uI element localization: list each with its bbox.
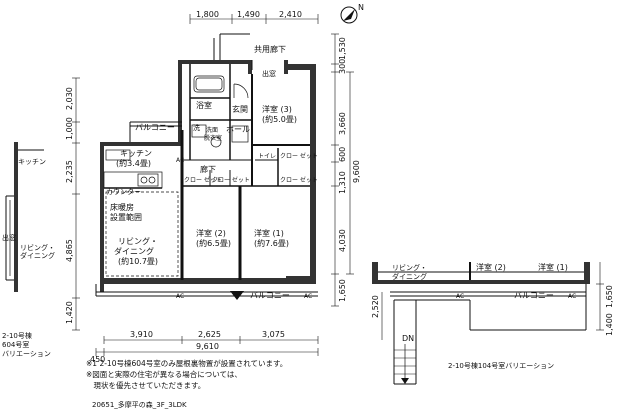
dim-bottom-3: 3,075: [262, 330, 285, 339]
var-right-dim-3: 1,400: [605, 313, 614, 336]
note-line-1: ※1 2-10号棟604号室のみ屋根裏物置が設置されています。: [86, 359, 288, 368]
label-kitchen-size: (約3.4畳): [116, 158, 151, 168]
dim-right-5: 1,310: [338, 171, 347, 194]
label-closet-1: クロー ゼット: [184, 176, 222, 184]
dim-left-3: 2,235: [65, 160, 74, 183]
note-line-3: 現状を優先させていただきます。: [86, 381, 206, 390]
view-arrow-icon: [230, 291, 244, 300]
dim-right-4: 600: [338, 147, 347, 162]
label-bed2: 洋室 (2): [196, 228, 226, 238]
dim-left-1: 2,030: [65, 87, 74, 110]
dim-left-2: 1,000: [65, 117, 74, 140]
var-right-ac-1: AC: [456, 293, 464, 300]
var-right-ac-2: AC: [568, 293, 576, 300]
label-counter: カウンター: [106, 187, 141, 196]
dim-left-5: 1,420: [65, 301, 74, 324]
var-right-ld-2: ダイニング: [392, 272, 427, 281]
var-left-window: 出窓: [2, 233, 16, 242]
label-floor-heat-2: 設置範囲: [110, 212, 142, 222]
label-floor-heat-1: 床暖房: [110, 202, 134, 212]
dim-top-3: 2,410: [279, 10, 302, 19]
dim-bottom-1: 3,910: [130, 330, 153, 339]
label-bath: 浴室: [196, 100, 212, 110]
label-balcony-top: バルコニー: [135, 123, 175, 132]
var-left-ld-1: リビング・: [20, 243, 55, 252]
var-right-bed1: 洋室 (1): [538, 262, 568, 272]
label-ld-1: リビング・: [118, 236, 158, 246]
label-bed1: 洋室 (1): [254, 228, 284, 238]
label-ac-2: AC: [304, 293, 312, 300]
kitchen-fixtures: [103, 149, 163, 189]
var-right-ld-1: リビング・: [392, 263, 427, 272]
dim-right-3: 3,660: [338, 112, 347, 135]
var-left-caption-2: 604号室: [2, 340, 29, 349]
variation-right-walls: [372, 262, 604, 385]
label-hall: ホール: [226, 125, 250, 134]
label-wash: 洗: [193, 123, 200, 132]
floor-heating-area: [105, 191, 179, 277]
dimension-top: [189, 14, 319, 24]
plan-code: 20651_多摩平の森_3F_3LDK: [92, 401, 187, 409]
label-closet-4: クロー ゼット: [280, 176, 318, 184]
label-toilet: トイレ: [258, 153, 276, 160]
dim-bottom-2: 2,625: [198, 330, 221, 339]
var-right-bed2: 洋室 (2): [476, 262, 506, 272]
var-right-caption: 2-10号棟104号室バリエーション: [448, 361, 554, 370]
dim-top-2: 1,490: [237, 10, 260, 19]
dim-right-7: 4,030: [338, 229, 347, 252]
compass-label: N: [358, 3, 364, 12]
dim-right-2: 300: [338, 59, 347, 74]
dimension-right: [331, 33, 354, 307]
label-bed3: 洋室 (3): [262, 104, 292, 114]
dimension-bottom: [95, 336, 319, 356]
variation-left-walls: [5, 142, 44, 292]
var-left-caption-1: 2-10号棟: [2, 331, 32, 340]
dim-bottom-offset: 450: [90, 355, 105, 364]
label-ac-3: AC: [176, 157, 184, 164]
label-ld-2: ダイニング: [114, 246, 154, 256]
dim-right-1: 1,530: [338, 37, 347, 60]
label-bed2-size: (約6.5畳): [196, 238, 231, 248]
label-balcony: バルコニー: [250, 291, 290, 300]
label-bed1-size: (約7.6畳): [254, 238, 289, 248]
label-hallway: 廊下: [200, 164, 216, 174]
compass-icon: N: [340, 3, 364, 24]
label-closet-3: クロー ゼット: [280, 152, 318, 160]
main-plan-walls: [95, 33, 318, 297]
dim-right-8: 1,650: [338, 279, 347, 302]
label-corridor-shared: 共用廊下: [254, 44, 286, 54]
label-kitchen: キッチン: [120, 149, 152, 158]
var-right-dim-2: 2,520: [371, 295, 380, 318]
dim-right-6: 9,600: [352, 160, 361, 183]
label-ac-1: AC: [176, 293, 184, 300]
var-right-dim-1: 1,650: [605, 285, 614, 308]
label-washroom-2: 脱衣室: [204, 134, 222, 142]
dim-bottom-total: 9,610: [196, 342, 219, 351]
var-right-dn: DN: [402, 334, 414, 343]
var-right-balcony: バルコニー: [514, 291, 554, 300]
var-left-kitchen: キッチン: [18, 158, 46, 166]
label-meter-box: 出窓: [262, 69, 276, 78]
label-entrance: 玄関: [232, 104, 248, 114]
bathroom-fixtures: [191, 75, 249, 148]
dim-top-1: 1,800: [196, 10, 219, 19]
dn-arrow-icon: [401, 378, 409, 384]
label-bed3-size: (約5.0畳): [262, 114, 297, 124]
var-left-ld-2: ダイニング: [20, 251, 55, 260]
label-washroom-1: 洗面: [206, 126, 218, 134]
note-line-2: ※図面と実際の住宅が異なる場合については、: [86, 370, 242, 379]
dimension-left: [72, 77, 80, 331]
label-ld-size: (約10.7畳): [118, 256, 158, 266]
dim-left-4: 4,865: [65, 239, 74, 262]
var-left-caption-3: バリエーション: [2, 350, 51, 358]
label-closet-2: クロー ゼット: [212, 176, 250, 184]
